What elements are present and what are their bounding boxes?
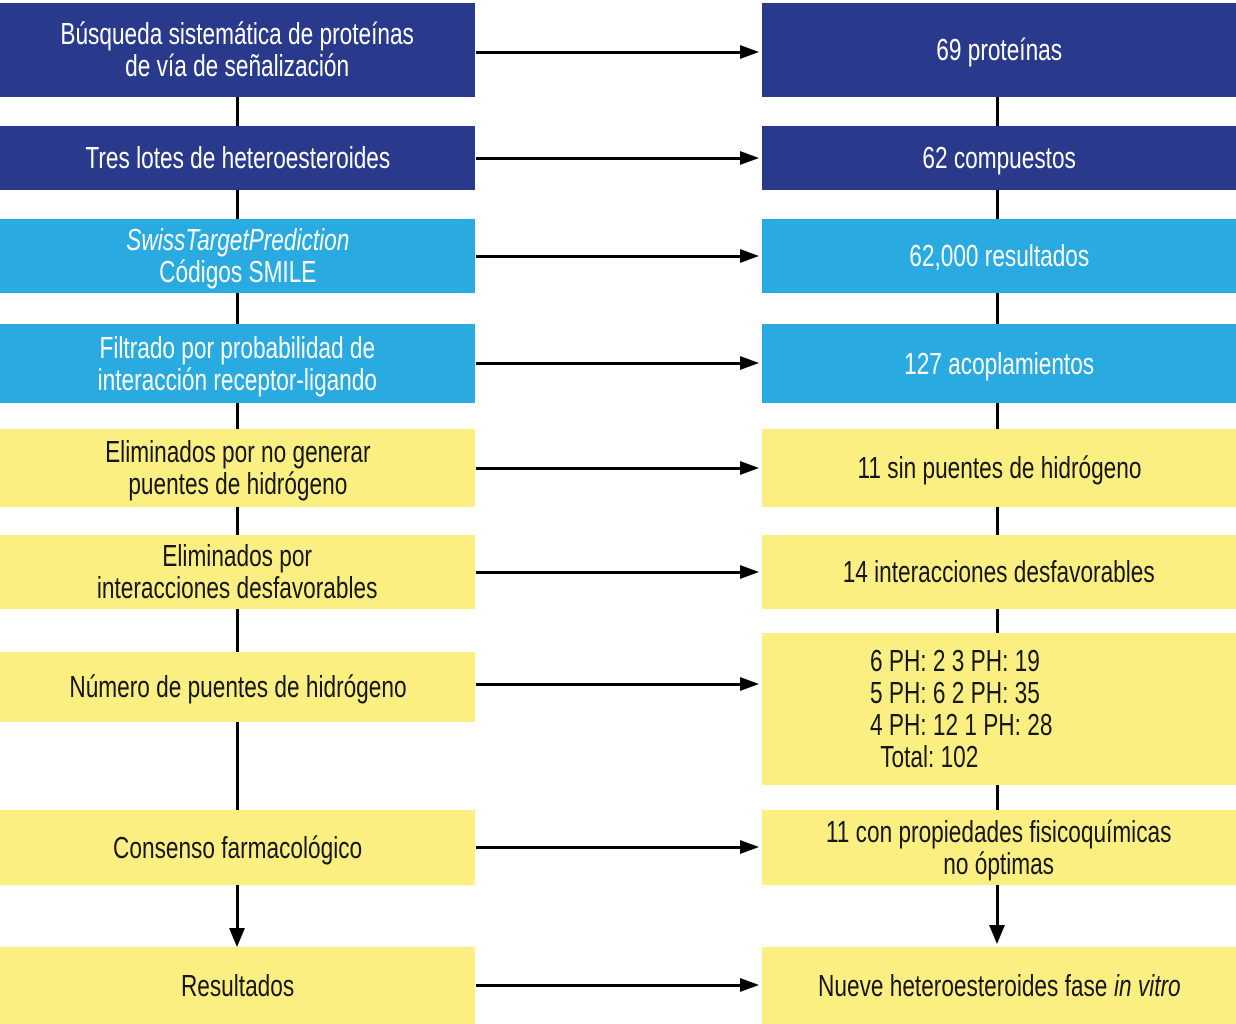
flow-box-left-9: Resultados <box>0 947 475 1024</box>
flow-box-text: 127 acoplamientos <box>904 345 1094 381</box>
connector-line <box>236 722 239 810</box>
connector-line <box>996 609 999 633</box>
flow-box-right-3: 62,000 resultados <box>762 219 1236 293</box>
flow-box-left-5: Eliminados por no generar puentes de hid… <box>0 429 475 507</box>
right-arrow-head-icon <box>740 45 759 59</box>
connector-line <box>996 293 999 324</box>
flow-box-text-normal: Nueve heteroesteroides fase <box>817 967 1108 1003</box>
flow-box-right-5: 11 sin puentes de hidrógeno <box>762 429 1236 507</box>
flow-box-text: Tres lotes de heteroesteroides <box>85 140 390 175</box>
connector-line <box>236 507 239 535</box>
down-arrow-head-icon <box>989 925 1005 944</box>
flow-box-text: de vía de señalización <box>125 48 350 83</box>
right-arrow-head-icon <box>740 565 759 579</box>
connector-line <box>236 609 239 652</box>
flow-box-text: 62 compuestos <box>922 140 1076 175</box>
flow-box-text: 14 interacciones desfavorables <box>843 554 1155 589</box>
right-arrow-shaft <box>476 51 742 54</box>
flow-box-right-7: 6 PH: 2 3 PH: 19 5 PH: 6 2 PH: 35 4 PH: … <box>762 633 1236 785</box>
flow-box-text: 5 PH: 6 2 PH: 35 <box>870 675 1040 710</box>
right-arrow-head-icon <box>740 151 759 165</box>
flow-box-text: 62,000 resultados <box>909 238 1089 273</box>
right-arrow-head-icon <box>740 677 759 691</box>
right-arrow-shaft <box>476 467 742 470</box>
right-arrow-head-icon <box>740 840 759 854</box>
flow-box-right-2: 62 compuestos <box>762 126 1236 190</box>
connector-line <box>236 97 239 126</box>
flow-box-text: Códigos SMILE <box>158 254 317 289</box>
flow-box-text: Consenso farmacológico <box>112 829 363 865</box>
flow-box-right-8: 11 con propiedades fisicoquímicas no ópt… <box>762 810 1236 885</box>
right-arrow-shaft <box>476 362 742 365</box>
connector-line <box>996 403 999 429</box>
connector-line <box>996 507 999 535</box>
flow-box-text: no óptimas <box>943 845 1055 881</box>
flow-box-text: 4 PH: 12 1 PH: 28 <box>870 707 1053 742</box>
right-arrow-head-icon <box>740 461 759 475</box>
flow-box-text: interacción receptor-ligando <box>97 361 378 397</box>
flow-box-left-4: Filtrado por probabilidad de interacción… <box>0 324 475 403</box>
flow-box-right-6: 14 interacciones desfavorables <box>762 535 1236 609</box>
flow-box-text: puentes de hidrógeno <box>128 466 347 501</box>
flow-box-left-2: Tres lotes de heteroesteroides <box>0 126 475 190</box>
flow-box-text: Resultados <box>180 967 295 1003</box>
flow-box-text: interacciones desfavorables <box>97 570 378 605</box>
connector-line <box>996 97 999 126</box>
flow-box-right-4: 127 acoplamientos <box>762 324 1236 403</box>
right-arrow-shaft <box>476 255 742 258</box>
connector-line <box>996 885 999 927</box>
right-arrow-shaft <box>476 683 742 686</box>
flow-box-left-1: Búsqueda sistemática de proteínas de vía… <box>0 3 475 97</box>
flow-box-right-1: 69 proteínas <box>762 3 1236 97</box>
connector-line <box>996 190 999 219</box>
right-arrow-head-icon <box>740 356 759 370</box>
flow-box-text: 11 sin puentes de hidrógeno <box>857 450 1141 485</box>
flow-box-text: Número de puentes de hidrógeno <box>68 669 407 704</box>
right-arrow-shaft <box>476 984 742 987</box>
connector-line <box>996 785 999 810</box>
connector-line <box>236 403 239 429</box>
flow-box-text: 11 con propiedades fisicoquímicas <box>826 813 1172 849</box>
right-arrow-shaft <box>476 571 742 574</box>
flow-box-text: Eliminados por no generar <box>104 434 371 469</box>
right-arrow-shaft <box>476 846 742 849</box>
connector-line <box>236 190 239 219</box>
flow-box-text: Búsqueda sistemática de proteínas <box>60 16 415 51</box>
right-arrow-head-icon <box>740 978 759 992</box>
flow-box-left-8: Consenso farmacológico <box>0 810 475 885</box>
flow-box-left-7: Número de puentes de hidrógeno <box>0 652 475 722</box>
connector-line <box>236 293 239 324</box>
down-arrow-head-icon <box>229 928 245 947</box>
right-arrow-shaft <box>476 157 742 160</box>
connector-line <box>236 885 239 930</box>
flow-box-left-3: SwissTargetPrediction Códigos SMILE <box>0 219 475 293</box>
flow-box-text: 69 proteínas <box>936 32 1062 67</box>
flow-box-text: Filtrado por probabilidad de <box>99 329 376 365</box>
flow-box-text: Eliminados por <box>162 538 313 573</box>
flow-box-left-6: Eliminados por interacciones desfavorabl… <box>0 535 475 609</box>
flow-box-text: SwissTargetPrediction <box>125 222 350 257</box>
flow-box-text: Total: 102 <box>880 739 979 774</box>
flow-box-text: 6 PH: 2 3 PH: 19 <box>870 643 1040 678</box>
flow-box-text-italic: in vitro <box>1113 967 1181 1003</box>
right-arrow-head-icon <box>740 249 759 263</box>
